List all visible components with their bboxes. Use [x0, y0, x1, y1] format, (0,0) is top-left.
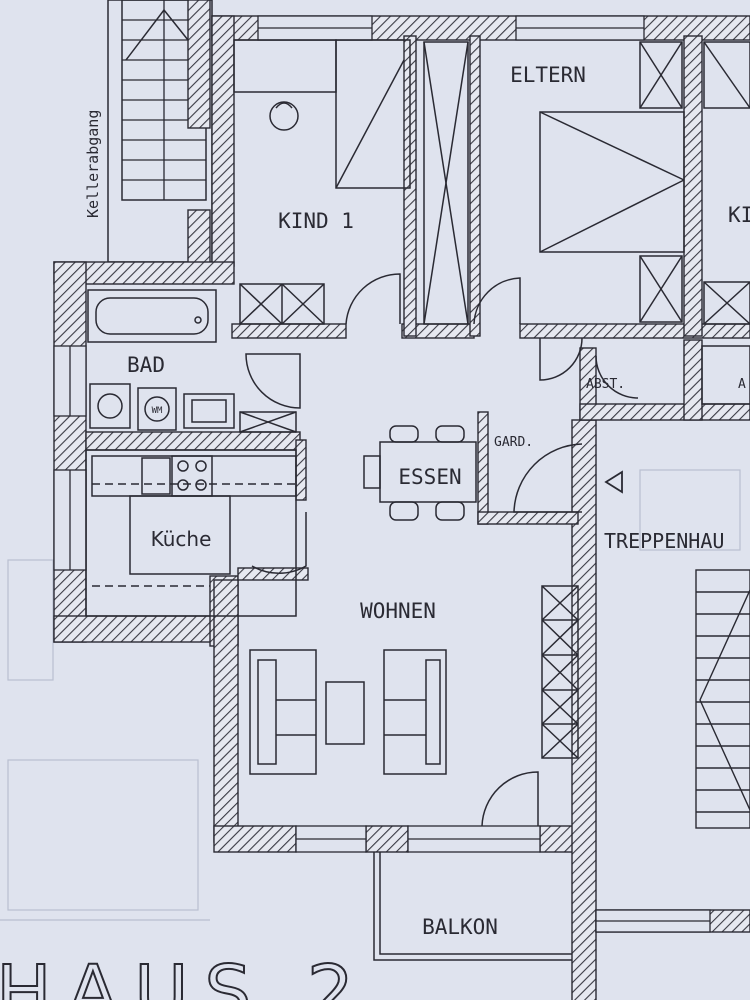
- bad-fixtures: [87, 289, 301, 433]
- kind1-furniture: [233, 39, 411, 325]
- background-ghost-lines: [0, 469, 741, 921]
- entrance-arrow-icon: [604, 470, 623, 494]
- room-label-abst: ABST.: [586, 377, 625, 392]
- room-label-essen: ESSEN: [398, 465, 461, 489]
- kellerabgang-label: Kellerabgang: [84, 110, 102, 218]
- entrance-door: [513, 443, 583, 513]
- hall-wardrobe: [423, 41, 521, 325]
- room-label-wohnen: WOHNEN: [360, 599, 436, 623]
- room-label-abst-partial: A: [738, 377, 746, 392]
- balkon-outline: [373, 852, 572, 961]
- room-label-kind1: KIND 1: [278, 209, 354, 233]
- room-label-gard: GARD.: [494, 435, 533, 450]
- room-label-kind2-partial: KI: [728, 203, 750, 227]
- treppenhaus-stair: [695, 569, 750, 829]
- room-label-kueche: Küche: [151, 527, 212, 551]
- kueche-fixtures: [85, 449, 307, 617]
- house-number-title: HAUS 2: [0, 950, 370, 1000]
- room-label-eltern: ELTERN: [510, 63, 586, 87]
- washing-machine-label: WM: [152, 406, 163, 416]
- room-label-balkon: BALKON: [422, 915, 498, 939]
- wohnen-furniture: [249, 585, 579, 827]
- eltern-furniture: [539, 41, 750, 381]
- abst-door: [595, 345, 750, 405]
- room-label-treppenhaus: TREPPENHAU: [604, 529, 724, 553]
- windows: [53, 15, 711, 933]
- essen-table: [363, 425, 477, 521]
- room-label-bad: BAD: [127, 353, 165, 377]
